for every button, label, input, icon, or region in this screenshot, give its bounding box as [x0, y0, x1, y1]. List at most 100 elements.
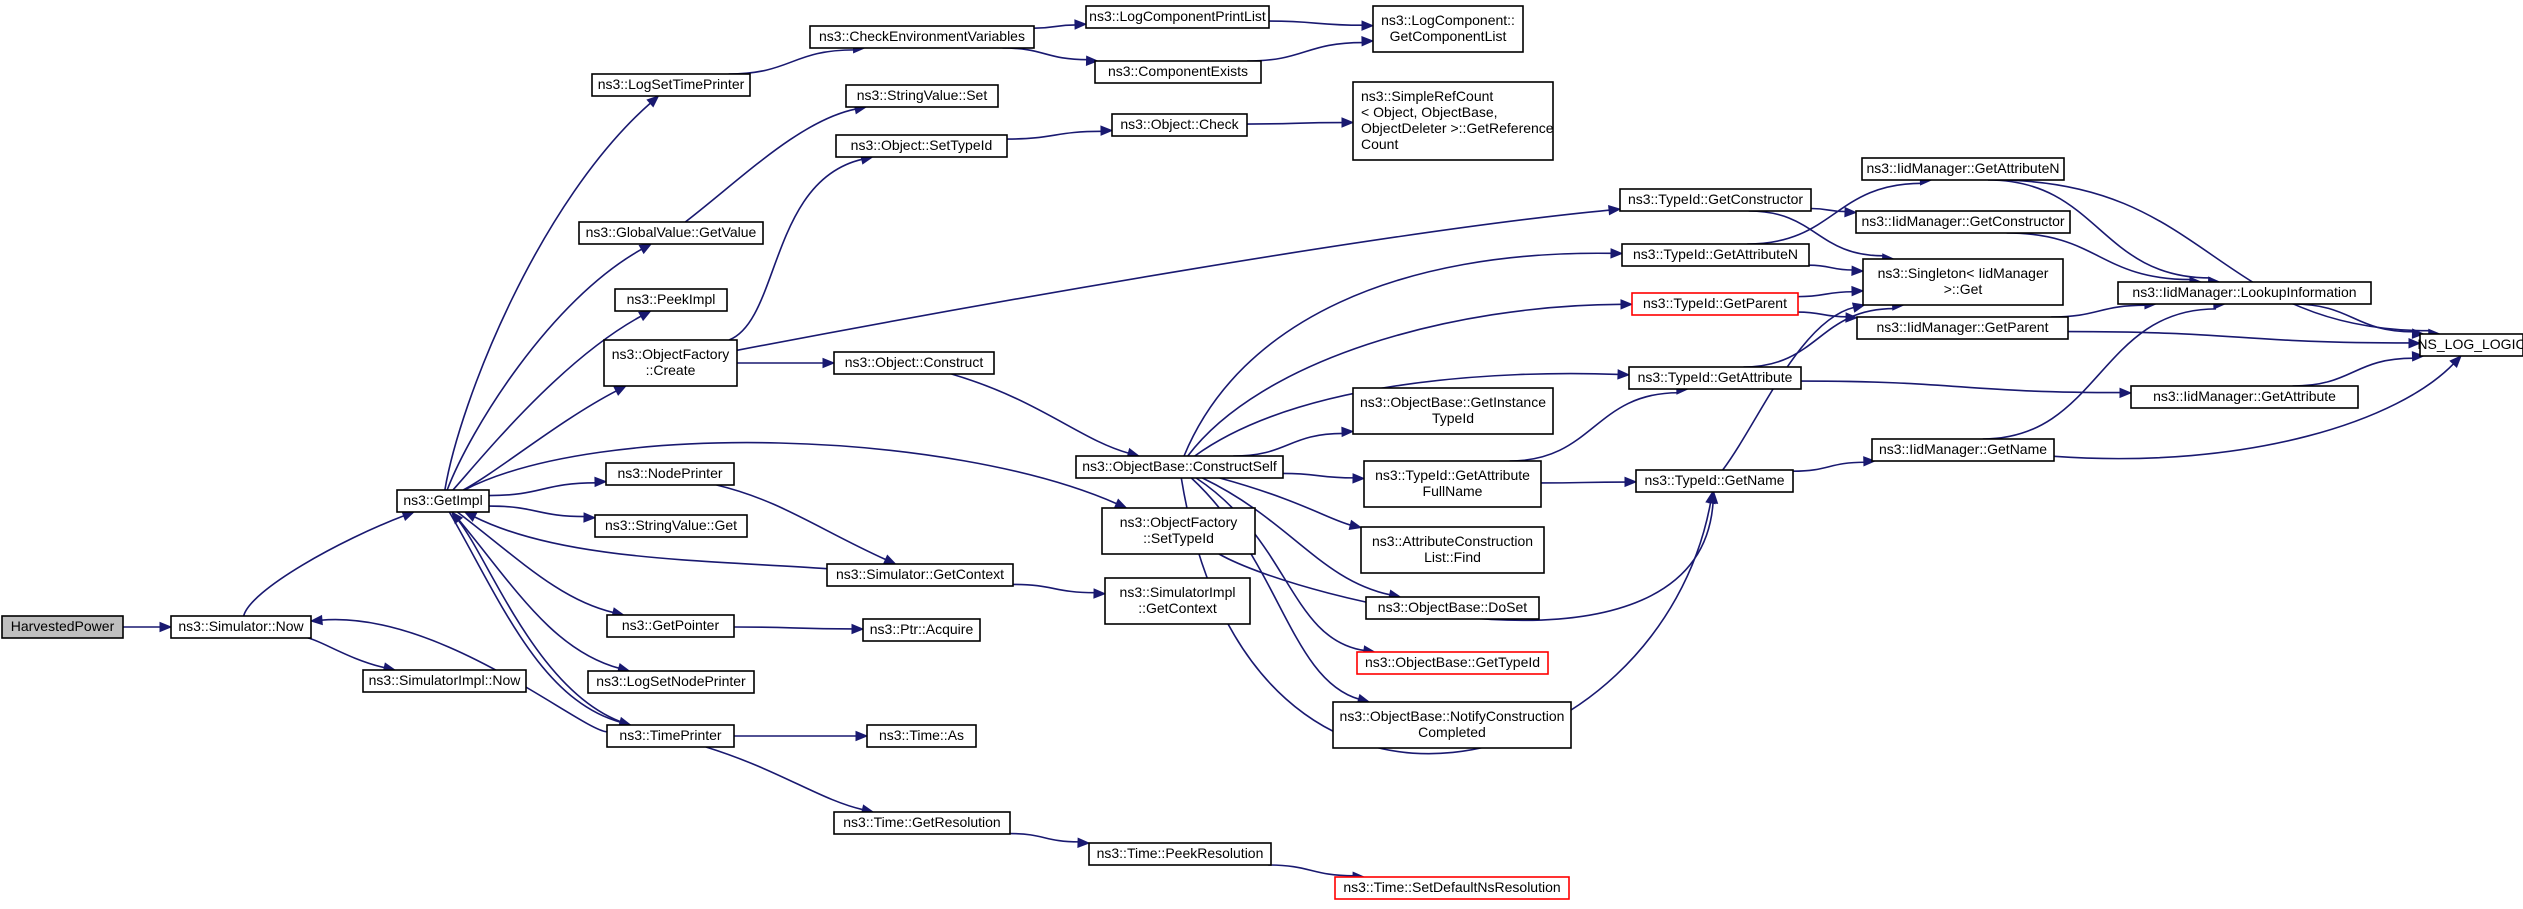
node-label-line: ns3::PeekImpl	[627, 291, 716, 307]
node-label-line: ns3::ObjectBase::ConstructSelf	[1082, 458, 1277, 474]
node-box	[1619, 188, 1812, 212]
node-box	[587, 670, 755, 694]
edge-time_getresolution-to-time_peekresolution	[1009, 832, 1091, 849]
node-time-as[interactable]: ns3::Time::As	[866, 724, 977, 748]
node-typeid-getattribute[interactable]: ns3::TypeId::GetAttribute	[1628, 366, 1802, 390]
node-iid-getattributen[interactable]: ns3::IidManager::GetAttributeN	[1861, 157, 2065, 181]
node-label-line: ns3::Object::SetTypeId	[851, 137, 993, 153]
node-box	[1104, 577, 1251, 625]
node-box	[1621, 243, 1810, 267]
node-box	[578, 221, 764, 245]
node-logcomponent-getlist[interactable]: ns3::LogComponent::GetComponentList	[1372, 5, 1524, 53]
node-logsetnodeprinter[interactable]: ns3::LogSetNodePrinter	[587, 670, 755, 694]
edge-typeid_getname-to-iid_getname	[1792, 456, 1877, 473]
node-box	[1094, 60, 1262, 84]
node-singleton-get[interactable]: ns3::Singleton< IidManager>::Get	[1862, 258, 2064, 306]
node-time-peekresolution[interactable]: ns3::Time::PeekResolution	[1088, 842, 1272, 866]
node-box	[1862, 258, 2064, 306]
node-label-line: ns3::ObjectFactory	[1120, 514, 1238, 530]
node-label-line: ns3::ObjectBase::DoSet	[1378, 599, 1528, 615]
node-object-settypeid[interactable]: ns3::Object::SetTypeId	[835, 134, 1008, 158]
node-label-line: ns3::SimpleRefCount	[1361, 88, 1493, 104]
edge-typeid_getattributefullname-to-typeid_getname	[1540, 476, 1638, 488]
node-label-line: ns3::ObjectBase::GetInstance	[1360, 394, 1546, 410]
node-objectbase-constructself[interactable]: ns3::ObjectBase::ConstructSelf	[1075, 455, 1284, 479]
node-iid-getparent[interactable]: ns3::IidManager::GetParent	[1856, 316, 2069, 340]
node-simimpl-now[interactable]: ns3::SimulatorImpl::Now	[362, 669, 527, 693]
node-objectfactory-create[interactable]: ns3::ObjectFactory::Create	[603, 339, 738, 387]
node-checkenv[interactable]: ns3::CheckEnvironmentVariables	[809, 25, 1035, 49]
call-edges	[123, 19, 2462, 882]
node-label-line: ns3::GlobalValue::GetValue	[586, 224, 757, 240]
node-label-line: Completed	[1418, 724, 1486, 740]
node-label-line: ns3::IidManager::GetName	[1879, 441, 2047, 457]
node-stringvalue-get[interactable]: ns3::StringValue::Get	[594, 514, 748, 538]
node-globalvalue-getvalue[interactable]: ns3::GlobalValue::GetValue	[578, 221, 764, 245]
node-iid-getattribute[interactable]: ns3::IidManager::GetAttribute	[2130, 385, 2359, 409]
node-iid-getname[interactable]: ns3::IidManager::GetName	[1871, 438, 2055, 462]
node-time-getresolution[interactable]: ns3::Time::GetResolution	[833, 811, 1011, 835]
node-timeprinter[interactable]: ns3::TimePrinter	[606, 724, 735, 748]
node-harvested[interactable]: HarvestedPower	[1, 615, 124, 639]
node-box	[1365, 596, 1540, 620]
edge-objectfactory_create-to-typeid_getconstructor	[736, 204, 1622, 352]
node-label-line: ns3::Object::Construct	[845, 354, 984, 370]
node-componentexists[interactable]: ns3::ComponentExists	[1094, 60, 1262, 84]
node-getimpl[interactable]: ns3::GetImpl	[396, 489, 490, 513]
node-typeid-getparent[interactable]: ns3::TypeId::GetParent	[1631, 292, 1799, 316]
node-time-setdefaultnsresolution[interactable]: ns3::Time::SetDefaultNsResolution	[1334, 876, 1570, 900]
node-objectbase-gettypeid[interactable]: ns3::ObjectBase::GetTypeId	[1356, 651, 1549, 675]
node-getpointer[interactable]: ns3::GetPointer	[606, 614, 735, 638]
node-nodeprinter[interactable]: ns3::NodePrinter	[605, 462, 735, 486]
node-label-line: ns3::Singleton< IidManager	[1878, 265, 2049, 281]
edge-iid_getattribute-to-ns_log_logic	[2292, 351, 2425, 387]
node-logcomponentprintlist[interactable]: ns3::LogComponentPrintList	[1085, 5, 1270, 29]
node-box	[1085, 5, 1270, 29]
node-object-construct[interactable]: ns3::Object::Construct	[833, 351, 995, 375]
node-typeid-getattributen[interactable]: ns3::TypeId::GetAttributeN	[1621, 243, 1810, 267]
node-stringvalue-set[interactable]: ns3::StringValue::Set	[845, 84, 999, 108]
node-label-line: ns3::StringValue::Get	[605, 517, 737, 533]
node-sim-getcontext[interactable]: ns3::Simulator::GetContext	[826, 563, 1014, 587]
node-box	[2117, 281, 2372, 305]
node-simplerefcount[interactable]: ns3::SimpleRefCount< Object, ObjectBase,…	[1352, 81, 1554, 161]
node-label-line: NS_LOG_LOGIC	[2417, 336, 2523, 352]
node-label-line: ns3::AttributeConstruction	[1372, 533, 1533, 549]
node-label-line: ns3::TypeId::GetAttribute	[1375, 467, 1530, 483]
node-label-line: ns3::Object::Check	[1120, 116, 1239, 132]
edge-typeid_getconstructor-to-iid_getconstructor	[1810, 206, 1858, 218]
node-typeid-getconstructor[interactable]: ns3::TypeId::GetConstructor	[1619, 188, 1812, 212]
node-label-line: ns3::IidManager::GetConstructor	[1861, 213, 2064, 229]
node-box	[594, 514, 748, 538]
node-objectbase-notify[interactable]: ns3::ObjectBase::NotifyConstructionCompl…	[1332, 701, 1572, 749]
node-logsettimeprinter[interactable]: ns3::LogSetTimePrinter	[591, 73, 751, 97]
node-label-line: ns3::Ptr::Acquire	[870, 621, 974, 637]
node-label-line: ns3::Time::As	[879, 727, 964, 743]
node-ns-log-logic[interactable]: NS_LOG_LOGIC	[2417, 333, 2523, 357]
node-label-line: ObjectDeleter >::GetReference	[1361, 120, 1554, 136]
node-label-line: ns3::Time::GetResolution	[843, 814, 1000, 830]
edge-iid_getname-to-ns_log_logic	[2053, 355, 2462, 460]
node-objectbase-doset[interactable]: ns3::ObjectBase::DoSet	[1365, 596, 1540, 620]
node-box	[833, 811, 1011, 835]
node-typeid-getname[interactable]: ns3::TypeId::GetName	[1635, 469, 1794, 493]
node-simimpl-getcontext[interactable]: ns3::SimulatorImpl::GetContext	[1104, 577, 1251, 625]
edge-getimpl-to-timeprinter	[448, 511, 632, 727]
node-sim-now[interactable]: ns3::Simulator::Now	[170, 615, 312, 639]
node-peekimpl[interactable]: ns3::PeekImpl	[614, 288, 728, 312]
edge-getpointer-to-ptr_acquire	[733, 623, 865, 635]
edge-iid_getparent-to-ns_log_logic	[2067, 330, 2422, 349]
node-box	[591, 73, 751, 97]
node-box	[605, 462, 735, 486]
node-iid-getconstructor[interactable]: ns3::IidManager::GetConstructor	[1855, 210, 2071, 234]
node-label-line: >::Get	[1944, 281, 1983, 297]
node-object-check[interactable]: ns3::Object::Check	[1111, 113, 1248, 137]
node-box	[1856, 316, 2069, 340]
node-objectfactory-settypeid[interactable]: ns3::ObjectFactory::SetTypeId	[1101, 507, 1256, 555]
node-label-line: HarvestedPower	[11, 618, 115, 634]
node-ptr-acquire[interactable]: ns3::Ptr::Acquire	[862, 618, 981, 642]
node-iid-lookupinformation[interactable]: ns3::IidManager::LookupInformation	[2117, 281, 2372, 305]
